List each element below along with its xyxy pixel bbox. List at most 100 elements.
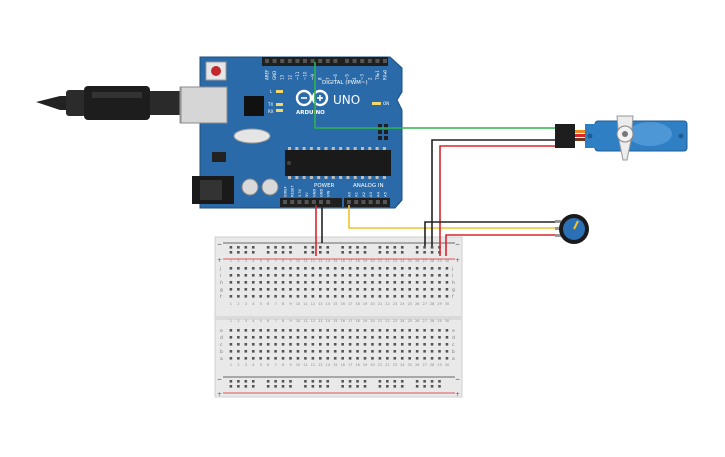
usb-port — [180, 86, 228, 124]
digital-pin-hole[interactable] — [303, 59, 307, 63]
column-number: 17 — [348, 259, 352, 263]
digital-pin-label: 13 — [280, 74, 285, 80]
power-pin-hole[interactable] — [326, 200, 331, 204]
digital-pin-holes — [265, 59, 387, 63]
power-pin-hole[interactable] — [319, 200, 323, 204]
row-letter: b — [452, 349, 455, 355]
column-number: 27 — [423, 302, 427, 306]
column-number: 24 — [400, 319, 404, 323]
digital-pin-hole[interactable] — [333, 59, 338, 63]
digital-pin-hole[interactable] — [345, 59, 349, 63]
analog-pin-label: A2 — [361, 191, 366, 197]
power-pin-label: 3.3V — [298, 188, 302, 197]
column-number: 21 — [378, 363, 382, 367]
column-number: 23 — [393, 259, 397, 263]
row-letter: i — [452, 273, 453, 279]
column-number: 24 — [400, 259, 404, 263]
column-number: 28 — [430, 319, 434, 323]
analog-pin-hole[interactable] — [347, 200, 351, 204]
column-number: 30 — [445, 259, 449, 263]
servo-motor[interactable] — [555, 115, 688, 161]
row-letter: f — [220, 294, 222, 300]
column-number: 26 — [415, 363, 419, 367]
column-number: 5 — [260, 302, 262, 306]
power-pin-label: GND — [320, 189, 324, 197]
column-number: 8 — [282, 259, 284, 263]
row-letter: a — [452, 357, 455, 362]
brand-label: ARDUINO — [296, 110, 325, 116]
digital-pin-hole[interactable] — [352, 59, 357, 63]
column-number: 30 — [445, 363, 449, 367]
column-number: 14 — [326, 259, 330, 263]
column-number: 18 — [355, 302, 359, 306]
row-letter: d — [452, 335, 455, 341]
row-letter: j — [451, 266, 453, 272]
digital-pin-hole[interactable] — [383, 59, 387, 63]
analog-pin-hole[interactable] — [361, 200, 366, 204]
digital-pin-hole[interactable] — [325, 59, 330, 63]
digital-pin-hole[interactable] — [265, 59, 269, 63]
digital-pin-hole[interactable] — [295, 59, 300, 63]
column-number: 28 — [430, 259, 434, 263]
digital-pin-hole[interactable] — [287, 59, 292, 63]
power-header — [280, 198, 342, 207]
column-number: 2 — [237, 302, 239, 306]
column-number: 13 — [318, 302, 322, 306]
servo-horn-icon — [616, 115, 634, 161]
column-number: 29 — [437, 302, 441, 306]
power-pin-hole[interactable] — [297, 200, 302, 204]
led-l — [276, 90, 283, 93]
analog-pin-hole[interactable] — [368, 200, 373, 204]
power-pin-hole[interactable] — [290, 200, 295, 204]
column-number: 16 — [341, 259, 345, 263]
led-rx-label: RX — [268, 109, 274, 114]
column-number: 2 — [237, 259, 239, 263]
rail-minus-bottom-left: − — [217, 376, 222, 383]
column-number: 8 — [282, 302, 284, 306]
power-pin-label: VIN — [327, 190, 331, 197]
column-number: 22 — [385, 363, 389, 367]
digital-pin-label: 4 — [352, 77, 357, 80]
led-rx — [276, 109, 283, 112]
digital-pin-hole[interactable] — [367, 59, 372, 63]
digital-pin-label: 8 — [318, 77, 323, 80]
digital-pin-hole[interactable] — [280, 59, 285, 63]
column-number: 15 — [333, 363, 337, 367]
column-number: 15 — [333, 319, 337, 323]
usb-chip — [244, 96, 264, 116]
column-number: 20 — [370, 259, 374, 263]
column-number: 28 — [430, 302, 434, 306]
digital-pin-hole[interactable] — [375, 59, 380, 63]
power-pin-hole[interactable] — [304, 200, 309, 204]
analog-pin-hole[interactable] — [354, 200, 359, 204]
wire-pot-vcc-red — [445, 234, 556, 256]
column-number: 18 — [355, 259, 359, 263]
column-number: 26 — [415, 302, 419, 306]
digital-pin-hole[interactable] — [318, 59, 323, 63]
column-number: 18 — [355, 363, 359, 367]
column-number: 10 — [296, 302, 300, 306]
wire-signal-green — [314, 62, 559, 129]
analog-pin-hole[interactable] — [383, 200, 387, 204]
digital-pin-label: ~6 — [333, 74, 338, 80]
column-number: 7 — [275, 259, 277, 263]
digital-pin-label: ~11 — [295, 71, 300, 80]
power-pin-hole[interactable] — [283, 200, 287, 204]
column-number: 22 — [385, 302, 389, 306]
potentiometer[interactable] — [555, 214, 589, 244]
digital-pin-hole[interactable] — [360, 59, 365, 63]
power-pin-label: GND — [312, 189, 316, 197]
wires — [314, 62, 560, 256]
power-pin-hole[interactable] — [311, 200, 316, 204]
digital-pin-hole[interactable] — [272, 59, 277, 63]
analog-pin-hole[interactable] — [375, 200, 380, 204]
digital-pin-hole[interactable] — [310, 59, 315, 63]
digital-pin-label: GND — [272, 71, 277, 80]
icsp-header — [378, 124, 388, 140]
arduino-logo-icon — [295, 89, 329, 107]
regulator — [212, 152, 226, 162]
